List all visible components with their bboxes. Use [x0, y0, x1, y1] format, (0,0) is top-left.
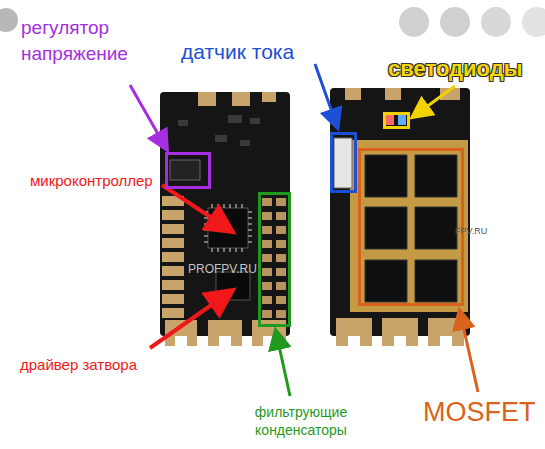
leader-arrow — [414, 86, 455, 116]
highlight-box: MOSFET — [358, 148, 464, 306]
filter-capacitor — [262, 198, 286, 318]
watermark: FPV.RU — [455, 226, 487, 236]
current-shunt — [334, 138, 352, 188]
mosfet-chip — [365, 155, 457, 302]
overlay-icon — [0, 8, 18, 32]
leader-arrow — [460, 312, 478, 392]
highlight-box: регулятор напряжение — [165, 152, 211, 189]
annotation-text: датчик тока — [181, 39, 294, 65]
overlay-icon — [522, 7, 545, 37]
overlay-icon — [399, 7, 429, 37]
watermark: PROFPV.RU — [188, 262, 257, 276]
annotation-text: регулятор напряжение — [21, 15, 151, 67]
leader-arrow — [150, 292, 230, 348]
annotation-text: MOSFET — [423, 396, 536, 428]
pad-notch — [175, 336, 275, 346]
leader-arrow — [315, 64, 337, 126]
annotation-text: светодиоды — [388, 55, 522, 83]
smd-component — [178, 115, 260, 146]
leader-arrow — [130, 85, 166, 148]
solder-pad — [198, 92, 276, 106]
pcb-board — [330, 88, 470, 336]
copper-area — [350, 140, 468, 312]
highlight-box: датчик тока — [330, 132, 357, 193]
motor-pad — [336, 318, 464, 346]
part-label: микроконтроллер — [30, 172, 153, 189]
regulator-chip — [170, 160, 200, 180]
pad-notch — [348, 336, 452, 346]
led — [386, 115, 394, 125]
led — [398, 115, 406, 125]
overlay-icon — [440, 7, 470, 37]
pcb-board — [160, 92, 290, 336]
highlight-box: светодиоды — [383, 112, 410, 129]
solder-pad — [162, 196, 184, 318]
highlight-box: фильтрующие конденсаторы — [258, 192, 291, 327]
overlay-icon — [481, 7, 511, 37]
annotation-text: фильтрующие конденсаторы — [239, 403, 363, 439]
part-label: драйвер затвора — [20, 356, 137, 373]
leader-arrow — [276, 332, 290, 396]
leader-arrow — [162, 185, 230, 230]
